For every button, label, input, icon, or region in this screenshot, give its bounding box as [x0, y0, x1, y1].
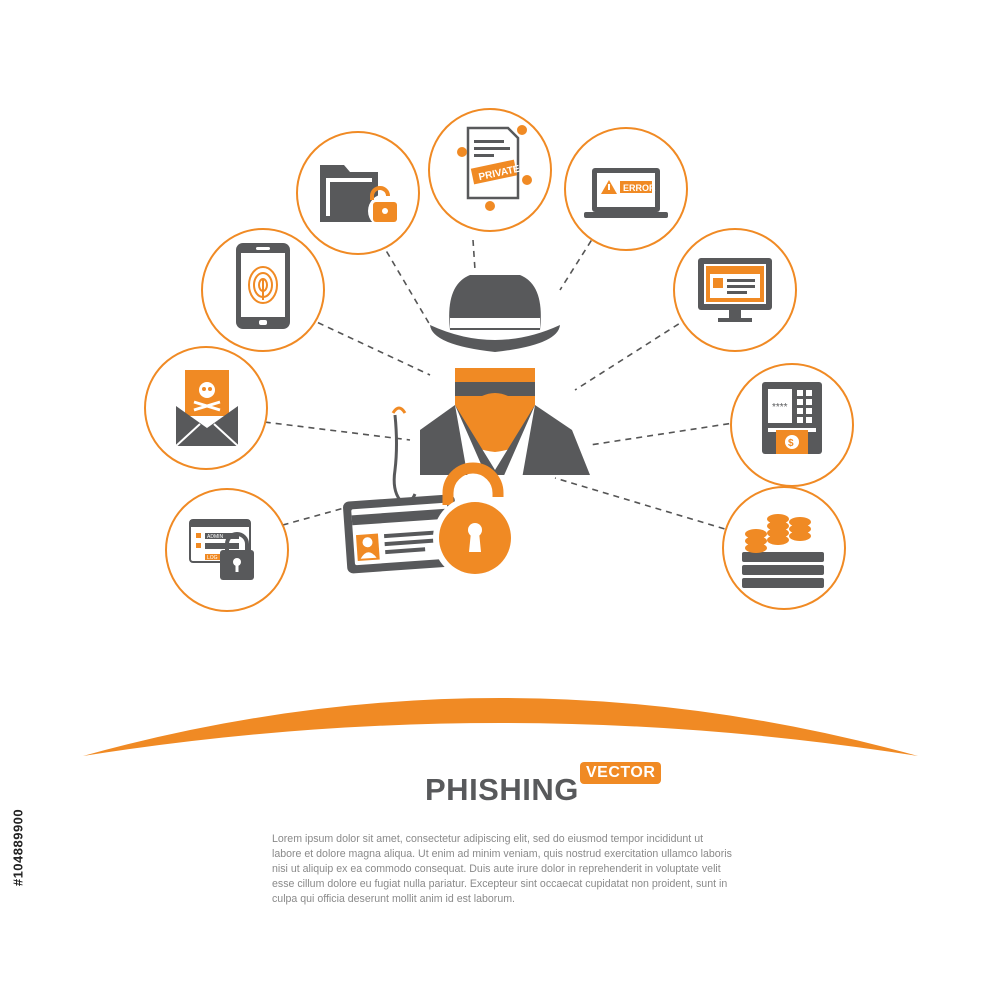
- description-paragraph: Lorem ipsum dolor sit amet, consectetur …: [272, 833, 732, 905]
- login-lock-icon: ADMIN LOG: [165, 488, 289, 612]
- money-stack-icon: [722, 486, 846, 610]
- svg-text:****: ****: [772, 402, 788, 413]
- svg-text:ERROR: ERROR: [623, 183, 656, 193]
- svg-text:ADMIN: ADMIN: [207, 534, 224, 540]
- hooked-id-card-icon: [343, 406, 459, 574]
- malicious-email-icon: [144, 346, 268, 470]
- atm-icon: **** $: [730, 363, 854, 487]
- phone-fingerprint-icon: [201, 228, 325, 352]
- vector-badge: VECTOR: [580, 762, 662, 784]
- private-document-icon: PRIVATE: [428, 108, 552, 232]
- desktop-monitor-icon: [673, 228, 797, 352]
- hacker-figure: [420, 275, 590, 490]
- open-padlock-icon: [433, 462, 517, 580]
- stock-id: #104889900: [10, 808, 26, 887]
- svg-text:$: $: [788, 438, 794, 449]
- folder-lock-icon: [296, 131, 420, 255]
- decorative-arc: [83, 698, 918, 756]
- page-title: PHISHING: [425, 772, 579, 807]
- svg-text:LOG: LOG: [207, 555, 218, 561]
- laptop-error-icon: ERROR: [564, 127, 688, 251]
